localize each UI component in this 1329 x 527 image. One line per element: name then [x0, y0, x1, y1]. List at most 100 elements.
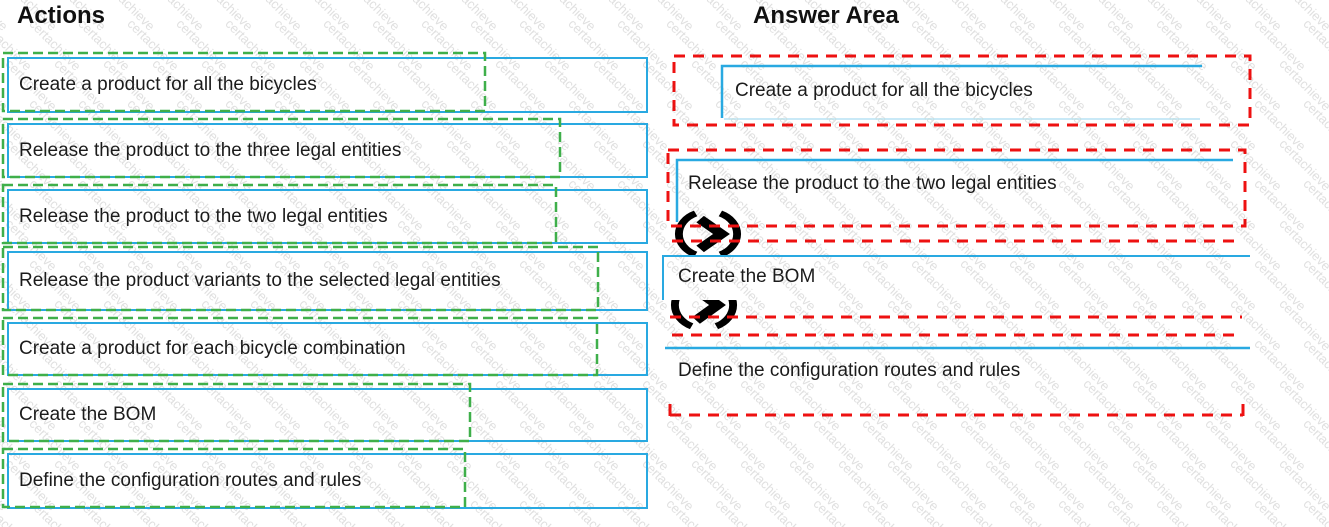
watermark-text: certachieve — [1325, 216, 1329, 274]
watermark-text: certachieve — [1104, 416, 1163, 474]
watermark-text: certachieve — [247, 0, 306, 34]
watermark-text: certachieve — [1276, 296, 1329, 354]
watermark-text: certachieve — [859, 496, 918, 527]
answer-slot-1[interactable]: Create a product for all the bicycles — [674, 56, 1250, 125]
watermark-text: certachieve — [1031, 0, 1090, 34]
watermark-text: certachieve — [1031, 296, 1090, 354]
answer-slot-4[interactable]: Define the configuration routes and rule… — [665, 348, 1250, 418]
actions-title: Actions — [17, 2, 106, 29]
watermark-text: certachieve — [1153, 416, 1212, 474]
watermark-text: certachieve — [933, 296, 992, 354]
watermark-text: certachieve — [810, 496, 869, 527]
watermark-text: certachieve — [688, 0, 747, 34]
watermark-text: certachieve — [982, 0, 1041, 34]
watermark-text: certachieve — [1300, 496, 1329, 527]
action-item-label: Create a product for all the bicycles — [19, 74, 317, 96]
watermark-text: certachieve — [492, 0, 551, 34]
watermark-text: certachieve — [786, 296, 845, 354]
watermark-text: certachieve — [1325, 376, 1329, 434]
action-item-label: Create the BOM — [19, 404, 157, 426]
watermark-text: certachieve — [198, 0, 257, 34]
action-item[interactable]: Define the configuration routes and rule… — [7, 453, 648, 509]
watermark-text: certachieve — [835, 456, 894, 514]
watermark-text: certachieve — [957, 416, 1016, 474]
watermark-text: certachieve — [908, 416, 967, 474]
watermark-text: certachieve — [1276, 136, 1329, 194]
watermark-text: certachieve — [1251, 336, 1310, 394]
watermark-text: certachieve — [1202, 496, 1261, 527]
watermark-text: certachieve — [1178, 456, 1237, 514]
answer-slot-label: Create the BOM — [678, 266, 816, 287]
watermark-text: certachieve — [712, 496, 771, 527]
watermark-text: certachieve — [1129, 456, 1188, 514]
watermark-text: certachieve — [761, 496, 820, 527]
watermark-text: certachieve — [639, 0, 698, 34]
action-item[interactable]: Release the product variants to the sele… — [7, 251, 648, 311]
watermark-text: certachieve — [810, 416, 869, 474]
watermark-text: certachieve — [1055, 496, 1114, 527]
watermark-text: certachieve — [761, 416, 820, 474]
watermark-text: certachieve — [394, 0, 453, 34]
answer-area-title: Answer Area — [753, 2, 899, 29]
answer-slot-label: Create a product for all the bicycles — [735, 80, 1033, 101]
watermark-text: certachieve — [100, 0, 159, 34]
watermark-text: certachieve — [1251, 176, 1310, 234]
watermark-text: certachieve — [957, 496, 1016, 527]
watermark-text: certachieve — [737, 456, 796, 514]
watermark-text: certachieve — [1300, 416, 1329, 474]
watermark-text: certachieve — [1276, 376, 1329, 434]
watermark-text: certachieve — [1325, 136, 1329, 194]
watermark-text: certachieve — [737, 296, 796, 354]
watermark-text: certachieve — [982, 296, 1041, 354]
action-item[interactable]: Release the product to the three legal e… — [7, 123, 648, 178]
answer-slot-2[interactable]: Release the product to the two legal ent… — [668, 150, 1245, 226]
watermark-text: certachieve — [712, 416, 771, 474]
watermark-text: certachieve — [1325, 56, 1329, 114]
watermark-text: certachieve — [663, 496, 722, 527]
watermark-text: certachieve — [1227, 296, 1286, 354]
watermark-text: certachieve — [1178, 296, 1237, 354]
watermark-text: certachieve — [1325, 0, 1329, 34]
watermark-text: certachieve — [1325, 456, 1329, 514]
watermark-text: certachieve — [1055, 416, 1114, 474]
answer-slot-3[interactable]: Create the BOM — [662, 255, 1250, 300]
watermark-text: certachieve — [884, 456, 943, 514]
watermark-text: certachieve — [1276, 56, 1329, 114]
watermark-text: certachieve — [1251, 256, 1310, 314]
action-item[interactable]: Create a product for each bicycle combin… — [7, 322, 648, 376]
watermark-text: certachieve — [1129, 0, 1188, 34]
watermark-text: certachieve — [835, 296, 894, 354]
watermark-text: certachieve — [1080, 296, 1139, 354]
watermark-text: certachieve — [663, 416, 722, 474]
watermark-text: certachieve — [1300, 336, 1329, 394]
watermark-text: certachieve — [1276, 456, 1329, 514]
watermark-text: certachieve — [908, 496, 967, 527]
action-item-label: Define the configuration routes and rule… — [19, 470, 362, 492]
watermark-text: certachieve — [786, 456, 845, 514]
watermark-text: certachieve — [1325, 296, 1329, 354]
action-item-label: Create a product for each bicycle combin… — [19, 338, 406, 360]
action-item-label: Release the product variants to the sele… — [19, 270, 501, 292]
answer-slot-label: Define the configuration routes and rule… — [678, 360, 1021, 381]
watermark-text: certachieve — [1227, 0, 1286, 34]
watermark-text: certachieve — [345, 0, 404, 34]
watermark-text: certachieve — [859, 416, 918, 474]
watermark-text: certachieve — [1251, 16, 1310, 74]
action-item-label: Release the product to the two legal ent… — [19, 205, 388, 227]
action-item[interactable]: Create a product for all the bicycles — [7, 57, 648, 113]
watermark-text: certachieve — [0, 0, 12, 34]
watermark-text: certachieve — [590, 0, 649, 34]
watermark-text: certachieve — [1006, 496, 1065, 527]
action-item[interactable]: Release the product to the two legal ent… — [7, 189, 648, 244]
watermark-text: certachieve — [1251, 96, 1310, 154]
watermark-text: certachieve — [1080, 0, 1139, 34]
watermark-text: certachieve — [1276, 216, 1329, 274]
action-item-label: Release the product to the three legal e… — [19, 139, 402, 161]
watermark-text: certachieve — [1300, 256, 1329, 314]
watermark-text: certachieve — [1104, 496, 1163, 527]
watermark-text: certachieve — [933, 0, 992, 34]
answer-slot-label: Release the product to the two legal ent… — [688, 173, 1057, 194]
action-item[interactable]: Create the BOM — [7, 388, 648, 442]
watermark-text: certachieve — [1251, 416, 1310, 474]
